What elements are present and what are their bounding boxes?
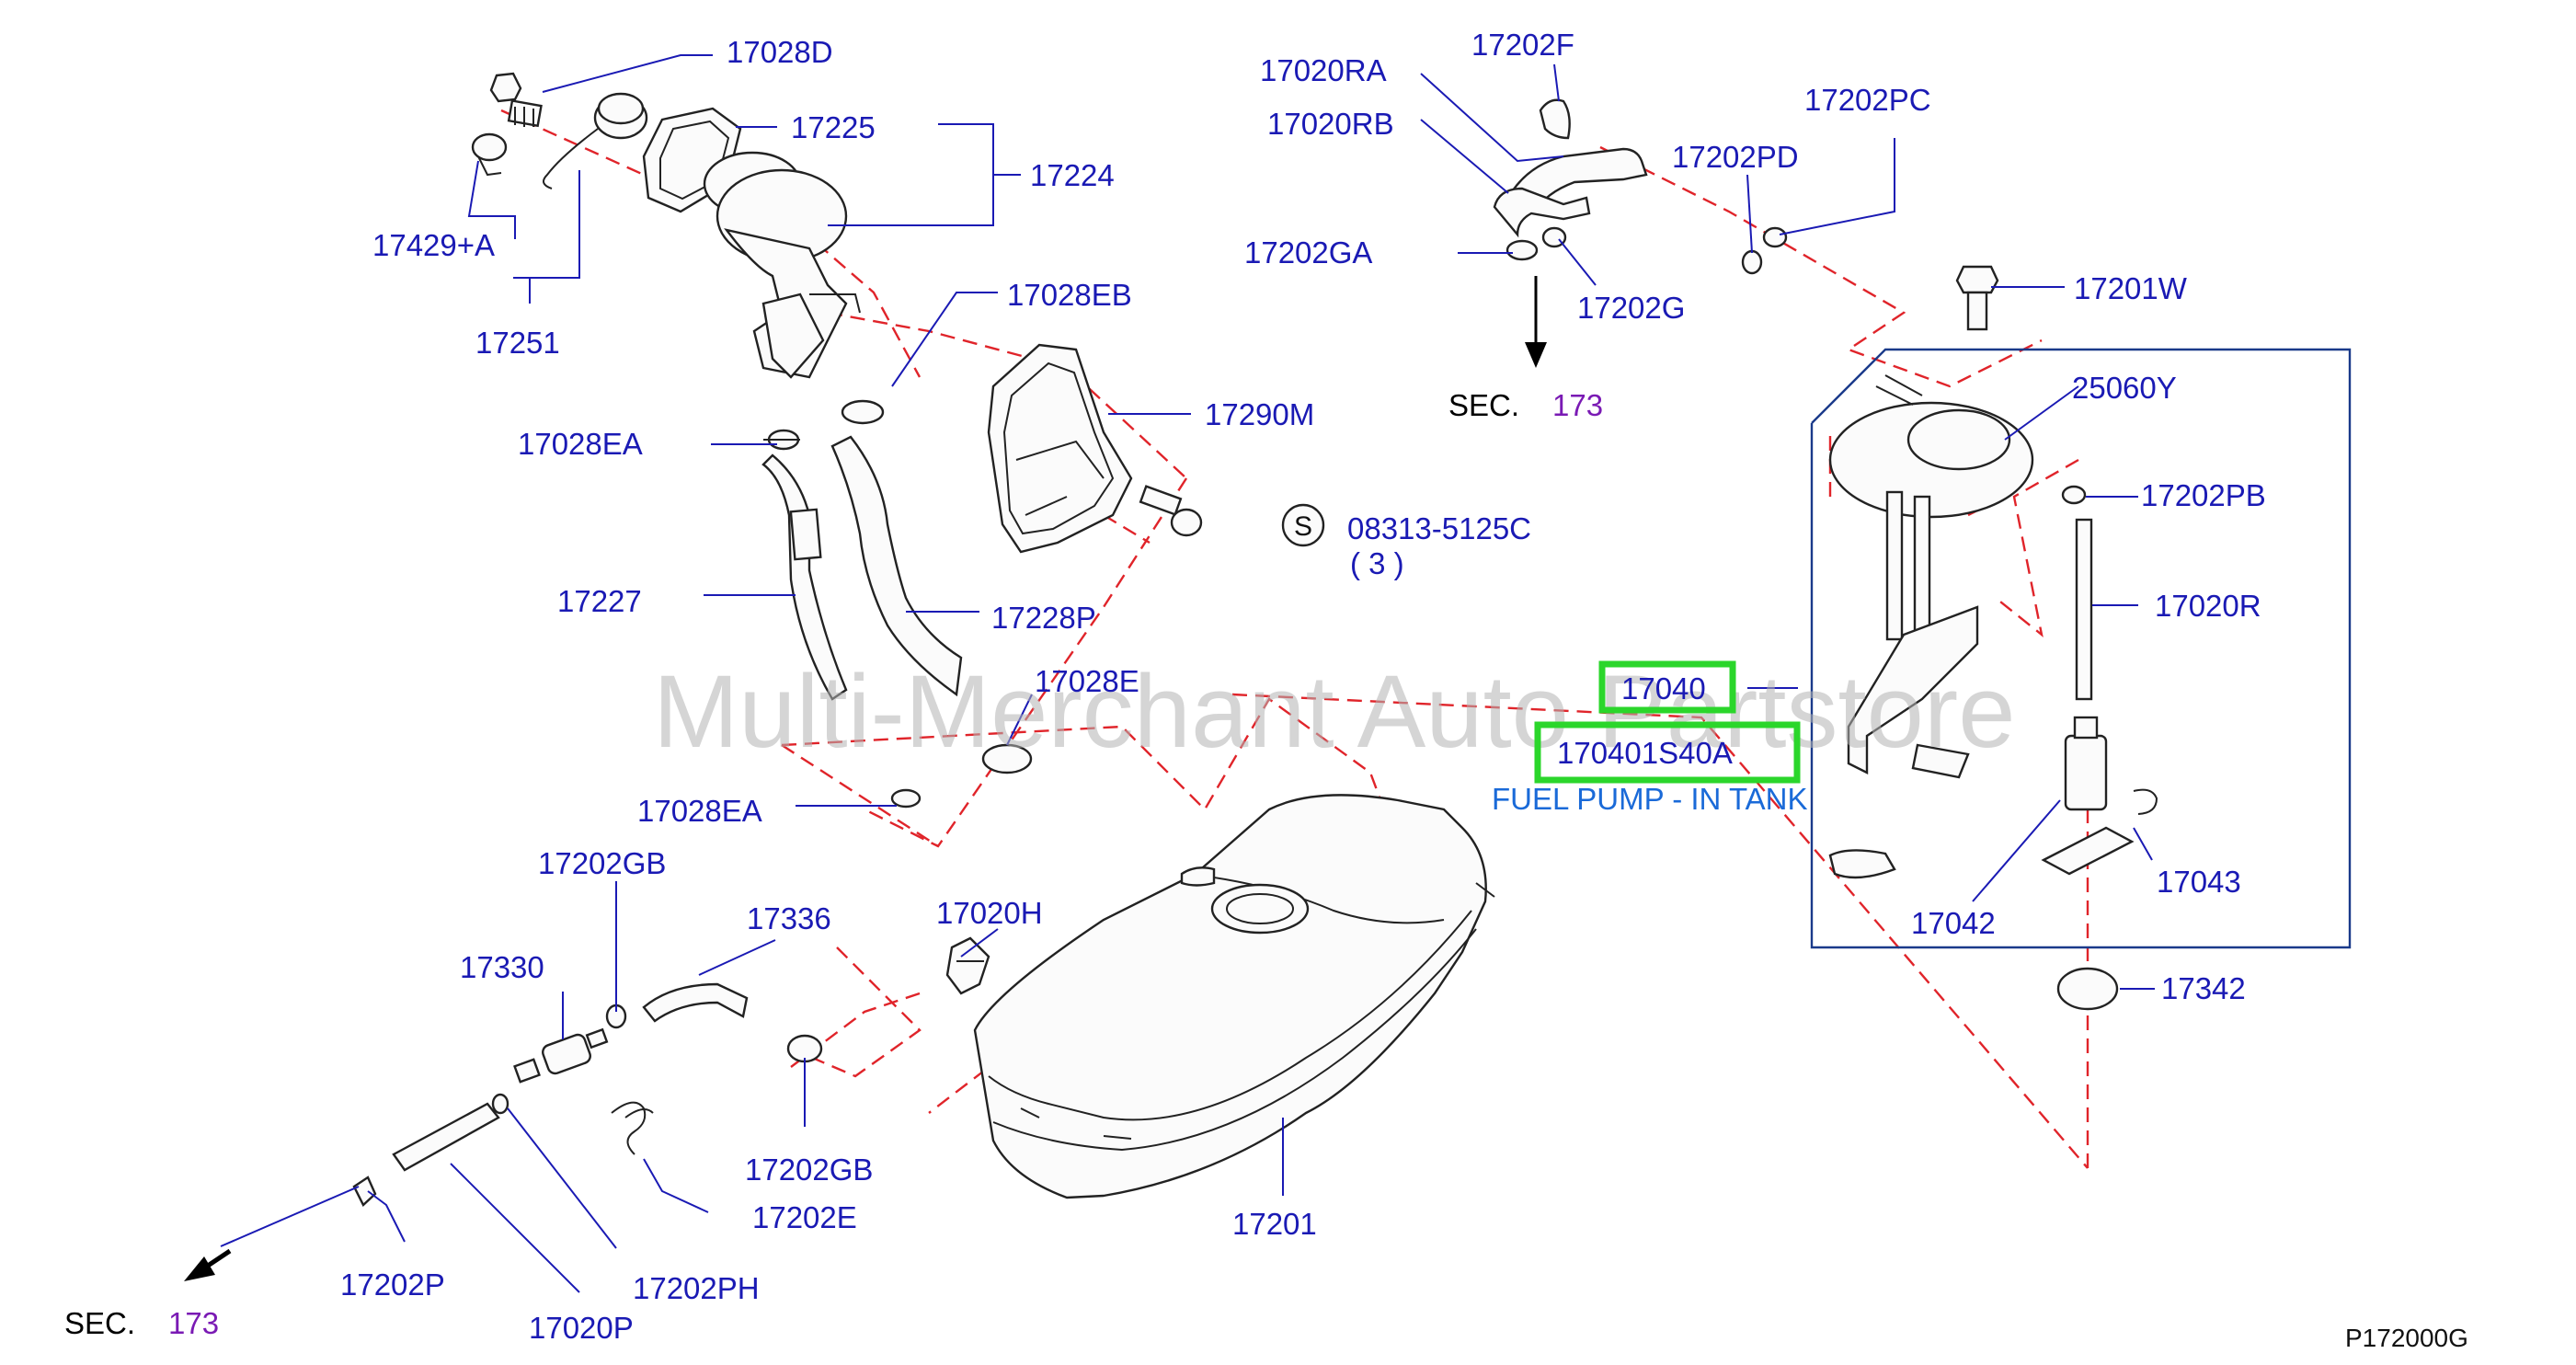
fuel-pump-box [1810,265,2352,949]
part-label-17020ra[interactable]: 17020RA [1260,53,1387,87]
fuel-filter-lines [352,982,823,1207]
watermark: Multi-Merchant Auto Partstore [653,654,2015,769]
part-label-17290m[interactable]: 17290M [1205,397,1314,431]
part-label-17020rb[interactable]: 17020RB [1267,107,1394,141]
part-label-17342[interactable]: 17342 [2161,971,2246,1005]
part-label-17202g[interactable]: 17202G [1577,291,1685,325]
part-label-17429a[interactable]: 17429+A [372,228,495,262]
part-label-17028ea[interactable]: 17028EA [518,427,643,461]
part-label-17202gb-lower[interactable]: 17202GB [745,1153,873,1187]
section-references: SEC. 173 SEC. 173 [64,388,1603,1340]
part-labels: 17028D 17225 17224 17429+A 17251 17028EB… [340,28,2266,1345]
heat-shield-17290m [987,343,1133,554]
clip-17202f [1539,98,1571,140]
fuel-pump-note: FUEL PUMP - IN TANK [1492,782,1808,816]
part-label-17251[interactable]: 17251 [475,326,560,360]
screw-part-number[interactable]: 08313-5125C [1347,511,1531,545]
filler-hoses [761,399,1033,809]
filler-neck-17224 [703,151,861,379]
vent-tube-assembly [1493,98,1788,275]
diagram-code: P172000G [2345,1324,2468,1352]
part-label-17225[interactable]: 17225 [791,110,876,144]
part-label-17224[interactable]: 17224 [1030,158,1115,192]
screw-quantity: ( 3 ) [1350,546,1404,580]
pump-flange-25060y [1828,374,2034,879]
section-prefix: SEC. [64,1306,135,1340]
part-label-17202f[interactable]: 17202F [1471,28,1574,62]
section-number-link[interactable]: 173 [168,1306,219,1340]
part-label-17227[interactable]: 17227 [557,584,642,618]
part-label-17202e[interactable]: 17202E [752,1200,857,1234]
part-label-17020p[interactable]: 17020P [529,1311,634,1345]
fuel-tube-17020p [392,1102,500,1172]
part-label-17201[interactable]: 17201 [1232,1207,1317,1241]
screw-symbol: S [1294,511,1312,542]
part-label-17028eb[interactable]: 17028EB [1007,278,1132,312]
clip-17429a [471,132,508,177]
part-label-17202p[interactable]: 17202P [340,1268,445,1302]
part-label-17028d[interactable]: 17028D [727,35,833,69]
fuel-filter-17330 [513,1027,609,1084]
arrow-down-left-icon [184,1256,215,1281]
part-label-17201w[interactable]: 17201W [2074,271,2188,305]
clamps-17202ga-g [1506,226,1567,261]
section-arrows [184,276,1547,1281]
clip-17202pb [2061,485,2087,505]
part-label-17228p[interactable]: 17228P [991,601,1096,635]
part-label-17202ga[interactable]: 17202GA [1244,235,1372,270]
section-prefix: SEC. [1448,388,1519,422]
part-label-17330[interactable]: 17330 [460,950,544,984]
screw-08313-5125c [1139,485,1325,547]
part-label-17020r[interactable]: 17020R [2155,589,2261,623]
part-label-17202ph[interactable]: 17202PH [633,1271,760,1305]
section-number-link[interactable]: 173 [1552,388,1603,422]
bolt-17028d [489,72,543,128]
part-label-17028e[interactable]: 17028E [1035,664,1139,698]
filler-cap-assembly [471,72,861,379]
hose-clamp-17028eb [841,399,885,425]
fuel-tank-17201 [973,794,1495,1199]
clamps-17202pc-pd [1741,226,1788,275]
tank-clip-17020h [945,936,990,995]
part-label-17202pc[interactable]: 17202PC [1804,83,1931,117]
part-label-17202gb[interactable]: 17202GB [538,846,666,880]
fuel-pump-17042 [2041,716,2135,876]
tube-17020r [2075,518,2093,701]
gasket-17342 [2056,967,2119,1011]
part-label-25060y[interactable]: 25060Y [2072,371,2177,405]
bolt-17201w [1955,265,1999,331]
highlight-box-17040 [1598,660,1736,714]
clip-17202e [611,1101,654,1155]
part-label-17020h[interactable]: 17020H [936,896,1043,930]
clamp-17202p [352,1176,377,1207]
part-label-17202pb[interactable]: 17202PB [2141,478,2266,512]
screw-spec: S 08313-5125C ( 3 ) [1294,511,1531,580]
part-label-170401s40a[interactable]: 170401S40A [1557,736,1733,770]
leader-lines [220,54,2155,1293]
ring-17043 [2133,788,2158,815]
part-label-17043[interactable]: 17043 [2157,865,2241,899]
part-label-17202pd[interactable]: 17202PD [1672,140,1799,174]
hose-clip-17202gb [605,1004,823,1063]
part-label-17028ea-lower[interactable]: 17028EA [637,794,762,828]
hose-clamp-17028ea [763,429,800,451]
part-label-17040[interactable]: 17040 [1621,671,1706,705]
filler-cap-17251 [543,92,648,189]
part-label-17042[interactable]: 17042 [1911,906,1996,940]
hose-clamp-17028ea-lower [890,788,922,809]
highlight-box-170401s40a [1534,721,1801,784]
vent-tube-17020ra-rb [1493,147,1648,238]
clamp-17202ph [491,1093,509,1115]
part-label-17336[interactable]: 17336 [747,901,831,935]
